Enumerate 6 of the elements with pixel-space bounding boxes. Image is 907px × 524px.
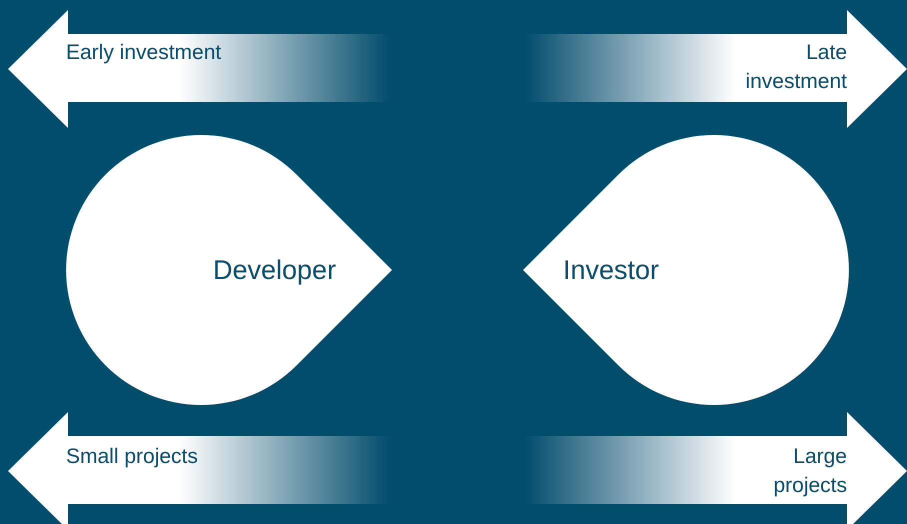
banner-label: Large projects	[772, 444, 847, 499]
role-label: Developer	[213, 255, 338, 285]
role-label: Investor	[563, 255, 660, 285]
banner-label: Small projects	[66, 444, 199, 470]
banner-label: Early investment	[66, 40, 222, 66]
banner-label: Late investment	[744, 40, 847, 95]
